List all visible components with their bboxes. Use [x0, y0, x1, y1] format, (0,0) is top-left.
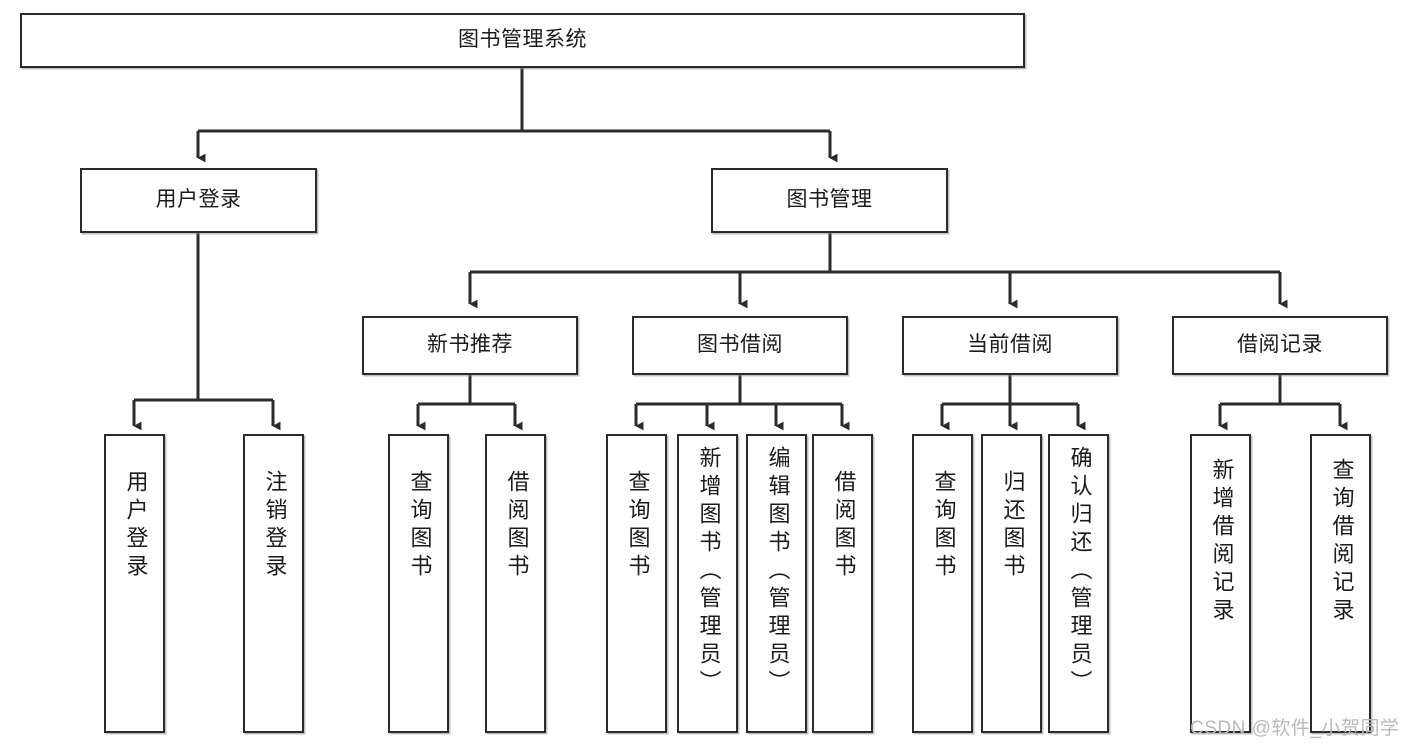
leaf-query-borrow-record[interactable]: 查询借阅记录 [1310, 434, 1371, 733]
node-label: 图书管理系统 [458, 28, 587, 52]
node-label: 新书推荐 [427, 333, 513, 357]
node-book-management[interactable]: 图书管理 [711, 168, 948, 233]
node-label: 图书管理 [786, 188, 873, 212]
node-label: 确认归还（管理员） [1067, 446, 1093, 698]
node-label: 查询借阅记录 [1329, 458, 1355, 626]
node-label: 借阅图书 [504, 470, 530, 582]
leaf-borrow-book-newbook[interactable]: 借阅图书 [485, 434, 546, 733]
node-label: 查询图书 [931, 470, 957, 582]
node-book-borrow[interactable]: 图书借阅 [632, 316, 848, 375]
node-label: 借阅记录 [1237, 333, 1323, 357]
leaf-query-book-newbook[interactable]: 查询图书 [388, 434, 449, 733]
leaf-borrow-book-borrow[interactable]: 借阅图书 [812, 434, 873, 733]
leaf-return-book[interactable]: 归还图书 [981, 434, 1042, 733]
node-label: 查询图书 [625, 470, 651, 582]
node-label: 归还图书 [1000, 470, 1026, 582]
leaf-query-book-borrow[interactable]: 查询图书 [606, 434, 667, 733]
leaf-edit-book-admin[interactable]: 编辑图书（管理员） [746, 434, 807, 733]
node-new-book-recommend[interactable]: 新书推荐 [362, 316, 578, 375]
leaf-add-book-admin[interactable]: 新增图书（管理员） [677, 434, 738, 733]
node-label: 用户登录 [155, 188, 242, 212]
node-user-login[interactable]: 用户登录 [80, 168, 317, 233]
node-label: 当前借阅 [967, 333, 1053, 357]
node-label: 注销登录 [262, 470, 288, 582]
node-label: 借阅图书 [831, 470, 857, 582]
leaf-confirm-return-admin[interactable]: 确认归还（管理员） [1048, 434, 1109, 733]
node-label: 新增借阅记录 [1209, 458, 1235, 626]
leaf-add-borrow-record[interactable]: 新增借阅记录 [1190, 434, 1251, 733]
node-borrow-record[interactable]: 借阅记录 [1172, 316, 1388, 375]
leaf-query-book-current[interactable]: 查询图书 [912, 434, 973, 733]
csdn-watermark: CSDN @软件_小贺同学 [1190, 718, 1400, 739]
node-label: 图书借阅 [697, 333, 783, 357]
leaf-logout[interactable]: 注销登录 [243, 434, 304, 733]
node-root-system[interactable]: 图书管理系统 [20, 13, 1025, 68]
leaf-user-login[interactable]: 用户登录 [104, 434, 165, 733]
node-current-borrow[interactable]: 当前借阅 [902, 316, 1118, 375]
node-label: 查询图书 [407, 470, 433, 582]
node-label: 新增图书（管理员） [696, 446, 722, 698]
node-label: 编辑图书（管理员） [765, 446, 791, 698]
node-label: 用户登录 [123, 470, 149, 582]
